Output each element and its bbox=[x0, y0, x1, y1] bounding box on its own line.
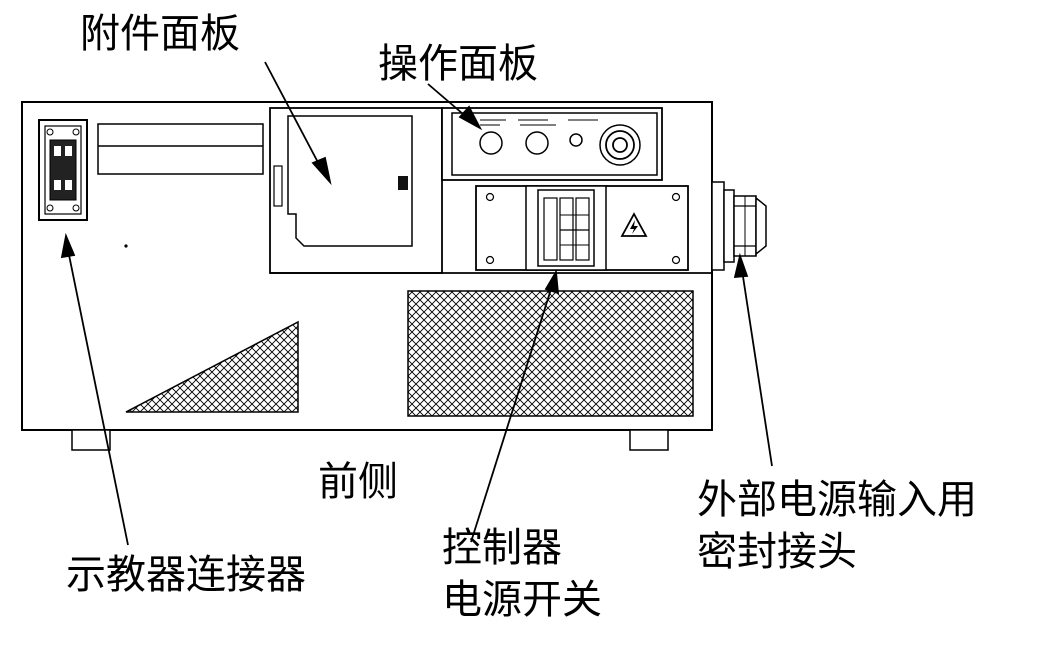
label-pendant-connector: 示教器连接器 bbox=[66, 549, 306, 601]
label-cable-gland-line1: 外部电源输入用 bbox=[697, 477, 977, 523]
high-voltage-warning-icon bbox=[620, 212, 648, 237]
label-cable-gland-line2: 密封接头 bbox=[697, 529, 857, 575]
label-power-switch: 控制器 电源开关 bbox=[442, 522, 602, 626]
name-plate bbox=[97, 123, 264, 175]
label-accessory-panel: 附件面板 bbox=[80, 8, 240, 60]
vent-grille bbox=[407, 290, 694, 417]
label-cable-gland: 外部电源输入用 密封接头 bbox=[697, 474, 977, 578]
pendant-connector bbox=[38, 119, 88, 221]
label-power-switch-line1: 控制器 bbox=[442, 525, 562, 571]
leader-lines bbox=[60, 61, 773, 546]
vent-triangle bbox=[125, 320, 299, 413]
cabinet-foot-left bbox=[71, 429, 111, 451]
small-dot bbox=[124, 244, 128, 248]
label-power-switch-line2: 电源开关 bbox=[442, 577, 602, 623]
label-pendant-connector-text: 示教器连接器 bbox=[66, 552, 306, 598]
label-front-side-text: 前侧 bbox=[318, 459, 398, 505]
label-operation-panel: 操作面板 bbox=[378, 38, 538, 90]
cabinet-foot-right bbox=[629, 429, 669, 451]
label-accessory-panel-text: 附件面板 bbox=[80, 11, 240, 57]
cable-gland bbox=[711, 181, 767, 271]
label-operation-panel-text: 操作面板 bbox=[378, 41, 538, 87]
accessory-panel bbox=[269, 107, 443, 274]
operation-panel bbox=[441, 107, 663, 181]
power-switch bbox=[537, 189, 595, 267]
label-front-side: 前侧 bbox=[318, 456, 398, 508]
